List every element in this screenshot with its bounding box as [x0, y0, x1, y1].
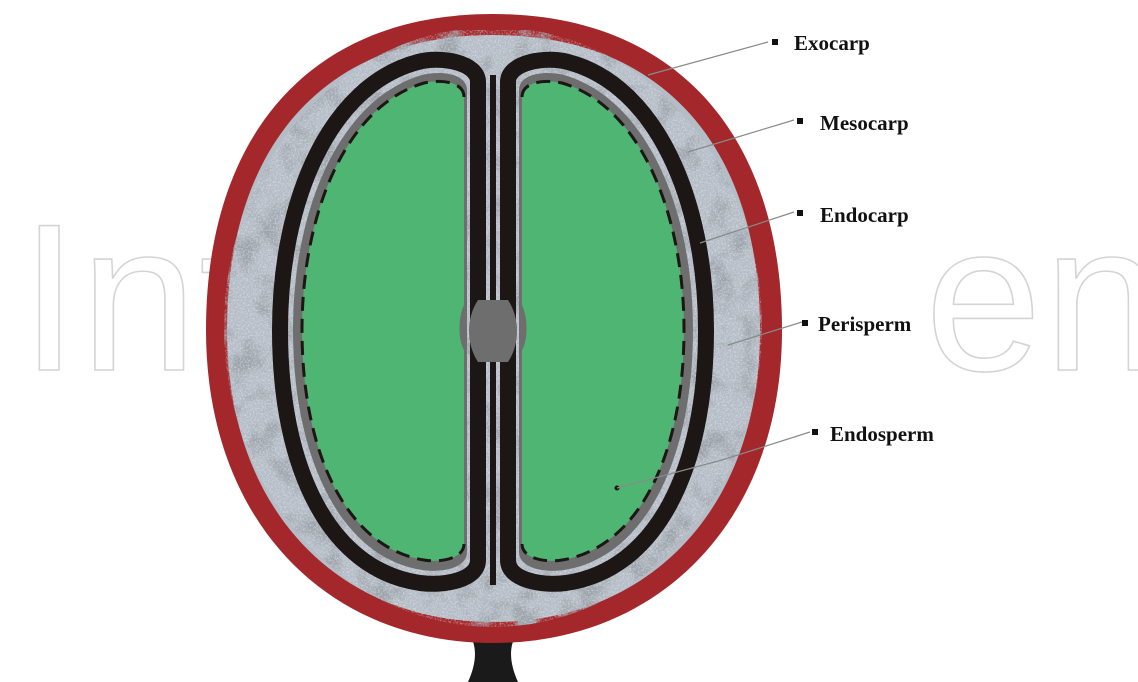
watermark-right: en [925, 180, 1138, 415]
bullet-perisperm [802, 320, 808, 326]
label-exocarp: Exocarp [794, 31, 870, 55]
bullet-exocarp [772, 39, 778, 45]
bullet-mesocarp [797, 118, 803, 124]
label-endocarp: Endocarp [820, 203, 909, 227]
bullet-endocarp [797, 210, 803, 216]
bullet-endosperm [812, 429, 818, 435]
label-endosperm: Endosperm [830, 422, 934, 446]
leader-exocarp [648, 42, 768, 75]
central-bulge [469, 300, 517, 362]
label-mesocarp: Mesocarp [820, 111, 909, 135]
label-perisperm: Perisperm [818, 312, 912, 336]
